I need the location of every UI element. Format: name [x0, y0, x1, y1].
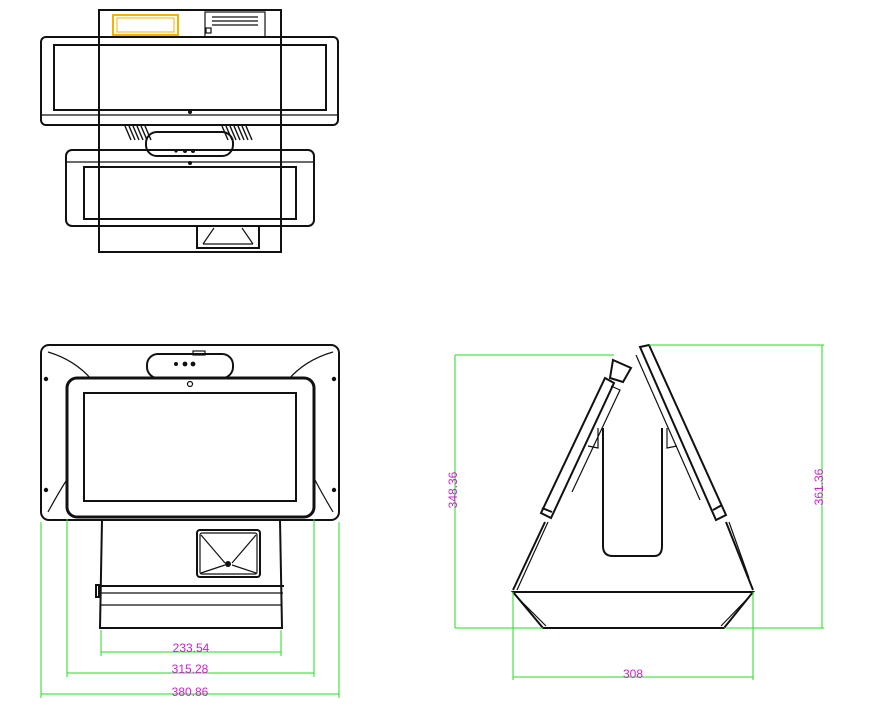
dimension-overall-width: 380.86: [41, 685, 339, 699]
base-body: [95, 519, 284, 629]
dimension-overall-height: 361.36: [812, 345, 826, 628]
dimension-base-width: 233.54: [101, 641, 281, 655]
printer-slot: [204, 11, 266, 38]
top-view: [40, 9, 339, 253]
body-outline: [98, 9, 282, 253]
side-inner-support: [587, 428, 678, 557]
side-front-monitor: [539, 358, 633, 520]
side-base: [510, 521, 756, 629]
highlight-label-area: [112, 14, 179, 36]
scanner-window: [196, 529, 261, 578]
dimension-front-height: 348.36: [446, 355, 460, 628]
vents: [124, 125, 253, 141]
side-extension-lines: [455, 344, 824, 680]
dimension-label-overall-height: 361.36: [812, 468, 826, 505]
front-monitor: [65, 376, 316, 519]
dimension-depth: 308: [513, 667, 753, 681]
scanner-top: [196, 225, 260, 249]
camera-pod-top: [145, 131, 234, 157]
dimension-label-front-height: 348.36: [446, 471, 460, 508]
front-monitor-top: [65, 149, 315, 227]
front-dimension-extension-lines: [40, 519, 340, 698]
dimension-label-depth: 308: [623, 667, 643, 681]
camera-pod-front: [146, 350, 234, 379]
side-view: 348.36 361.36 308: [446, 343, 826, 681]
front-view: 233.54 315.28 380.86: [40, 344, 340, 699]
dimension-label-front-screen-width: 315.28: [172, 662, 209, 676]
rear-monitor: [40, 36, 339, 126]
rear-panel: [40, 344, 340, 521]
dimension-label-overall-width: 380.86: [172, 685, 209, 699]
dimension-front-screen-width: 315.28: [67, 662, 314, 676]
dimension-label-base-width: 233.54: [173, 641, 210, 655]
side-rear-monitor: [635, 343, 728, 522]
